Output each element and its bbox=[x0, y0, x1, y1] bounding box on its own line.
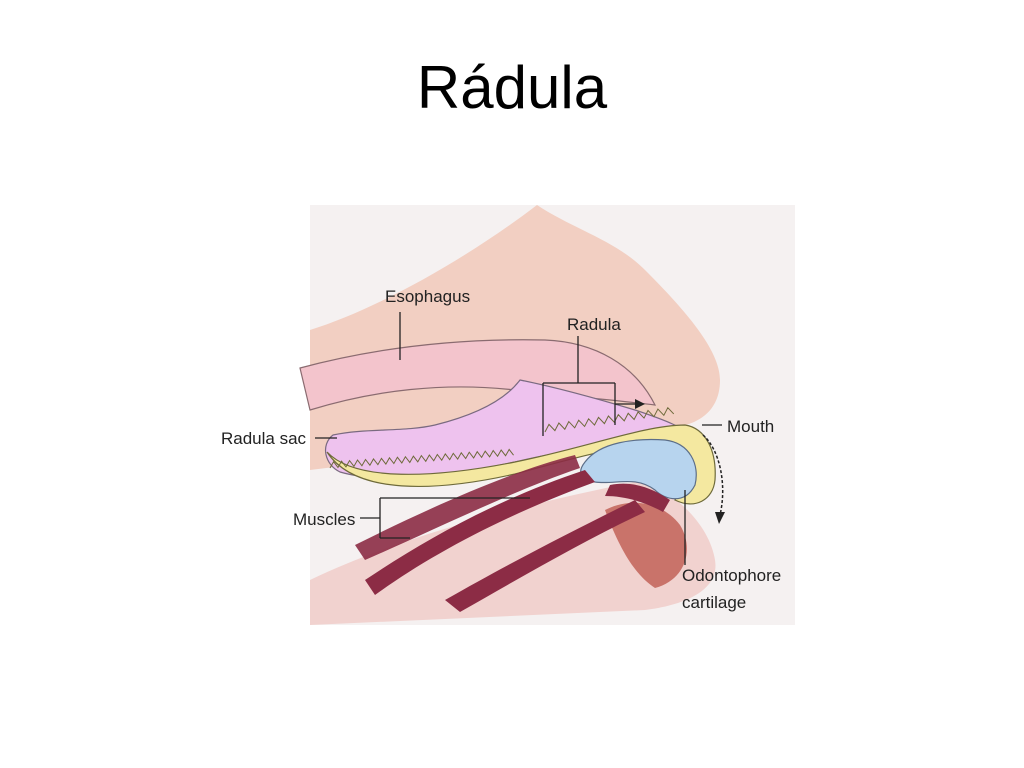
muscles bbox=[355, 455, 670, 612]
muscle-band-lower bbox=[445, 500, 645, 612]
muscle-band-back bbox=[605, 483, 670, 512]
radula-teeth bbox=[329, 448, 514, 469]
mouth-arrow bbox=[702, 434, 724, 516]
label-mouth: Mouth bbox=[727, 417, 774, 436]
leader-lines bbox=[315, 312, 722, 565]
lower-lip bbox=[605, 502, 687, 588]
radula-teeth-front bbox=[544, 406, 675, 433]
label-radula-sac: Radula sac bbox=[221, 429, 307, 448]
label-radula: Radula bbox=[567, 315, 621, 334]
slide-title: Rádula bbox=[416, 54, 608, 121]
radula-arrow-head bbox=[635, 399, 645, 409]
label-cartilage: cartilage bbox=[682, 593, 746, 612]
label-odontophore: Odontophore bbox=[682, 566, 781, 585]
label-esophagus: Esophagus bbox=[385, 287, 470, 306]
muscle-band-upper bbox=[365, 470, 595, 595]
muscles-leader bbox=[360, 497, 530, 539]
muscle-band-middle bbox=[355, 455, 580, 560]
radula-diagram: Esophagus Radula Mouth Radula sac Muscle… bbox=[221, 205, 795, 625]
label-muscles: Muscles bbox=[293, 510, 355, 529]
radula-leader bbox=[542, 336, 616, 436]
mouth-arrow-head bbox=[715, 512, 725, 524]
